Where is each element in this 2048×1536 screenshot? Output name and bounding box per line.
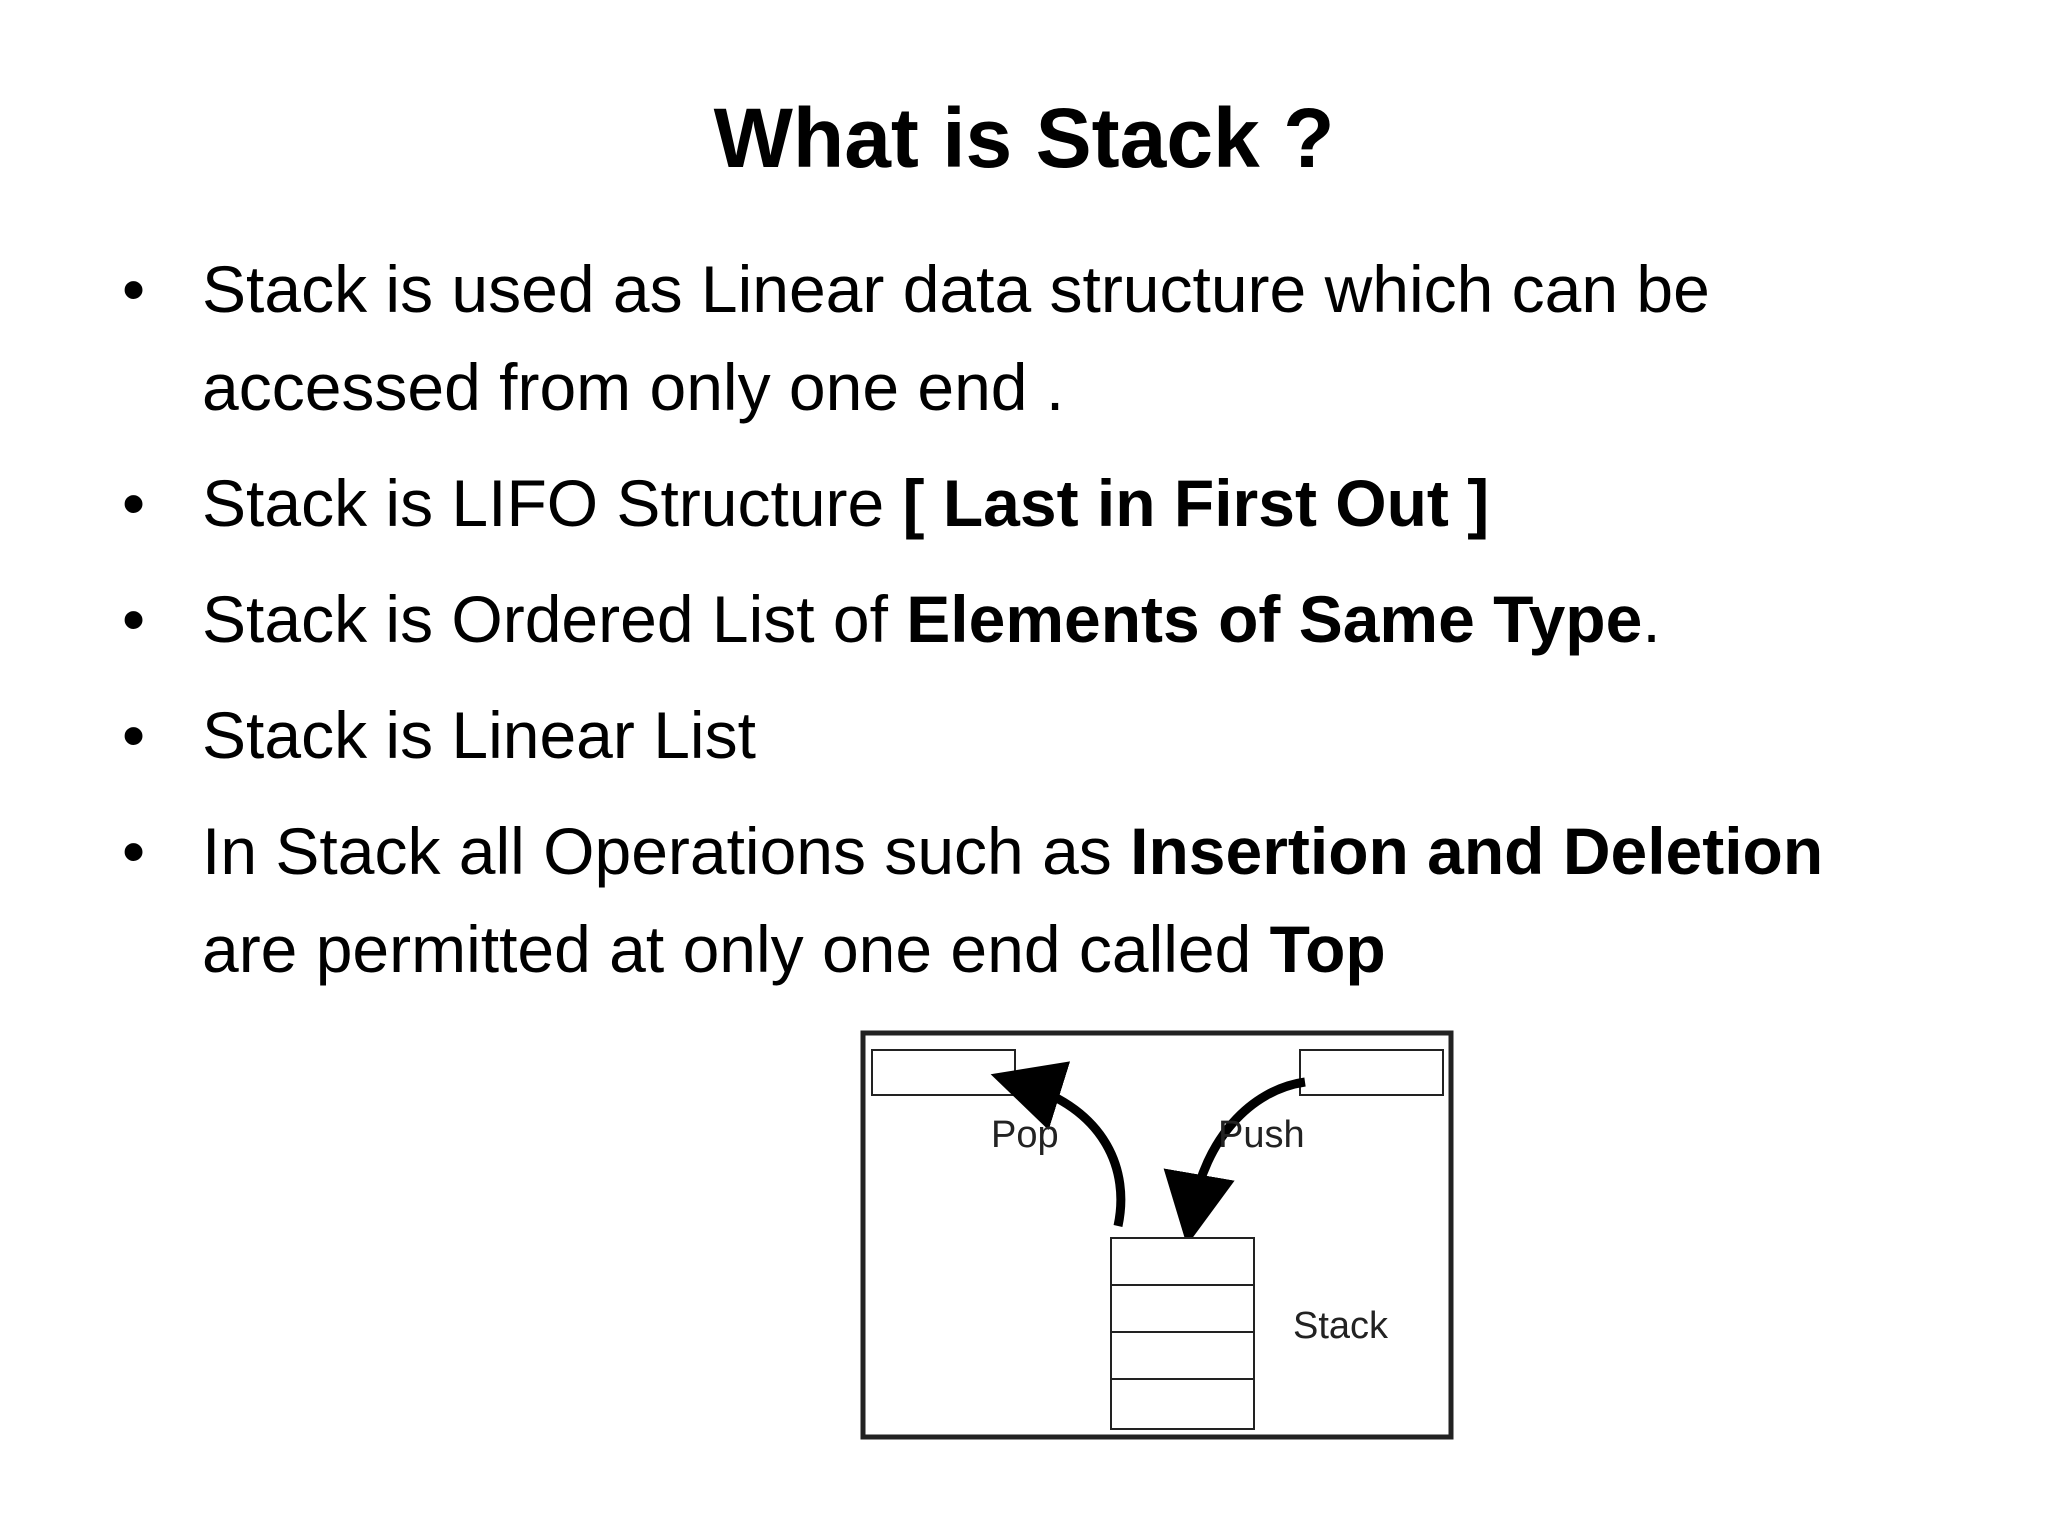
bullet-text: Stack is LIFO Structure	[202, 466, 903, 540]
bullet-item: • Stack is Linear List	[122, 686, 1922, 784]
push-label: Push	[1218, 1114, 1305, 1156]
stack-cells	[1110, 1237, 1255, 1430]
popped-element-box	[871, 1049, 1016, 1096]
slide-title: What is Stack ?	[713, 91, 1335, 185]
bullet-item: • In Stack all Operations such as Insert…	[122, 802, 1922, 998]
stack-cell	[1110, 1378, 1255, 1430]
pop-label: Pop	[991, 1114, 1059, 1156]
bullet-item: • Stack is Ordered List of Elements of S…	[122, 570, 1922, 668]
pop-arrow	[990, 1061, 1126, 1227]
bullet-text: Stack is Linear List	[202, 698, 756, 772]
pushed-element-box	[1299, 1049, 1444, 1096]
bullet-emphasis: Insertion and Deletion	[1130, 814, 1824, 888]
bullet-text: Stack is Ordered List of	[202, 582, 907, 656]
stack-label: Stack	[1293, 1305, 1389, 1347]
bullet-emphasis: Elements of Same Type	[906, 582, 1643, 656]
bullet-text: .	[1642, 582, 1661, 656]
bullet-dot: •	[122, 814, 146, 888]
stack-diagram: Pop Push Stack	[860, 1030, 1454, 1440]
stack-cell	[1110, 1237, 1255, 1286]
push-arrow	[1163, 1077, 1306, 1246]
stack-diagram-svg: Pop Push Stack	[860, 1030, 1454, 1440]
bullet-dot: •	[122, 698, 146, 772]
bullet-emphasis: Top	[1269, 912, 1386, 986]
stack-cell	[1110, 1331, 1255, 1380]
bullet-dot: •	[122, 252, 146, 326]
bullet-text: Stack is used as Linear data structure w…	[202, 252, 1710, 424]
bullet-dot: •	[122, 582, 146, 656]
bullet-item: • Stack is used as Linear data structure…	[122, 240, 1922, 436]
bullet-emphasis: [ Last in First Out ]	[902, 466, 1490, 540]
stack-cell	[1110, 1284, 1255, 1333]
bullet-text: are permitted at only one end called	[202, 912, 1270, 986]
bullet-list: • Stack is used as Linear data structure…	[122, 240, 1922, 1016]
bullet-dot: •	[122, 466, 146, 540]
bullet-item: • Stack is LIFO Structure [ Last in Firs…	[122, 454, 1922, 552]
bullet-text: In Stack all Operations such as	[202, 814, 1131, 888]
